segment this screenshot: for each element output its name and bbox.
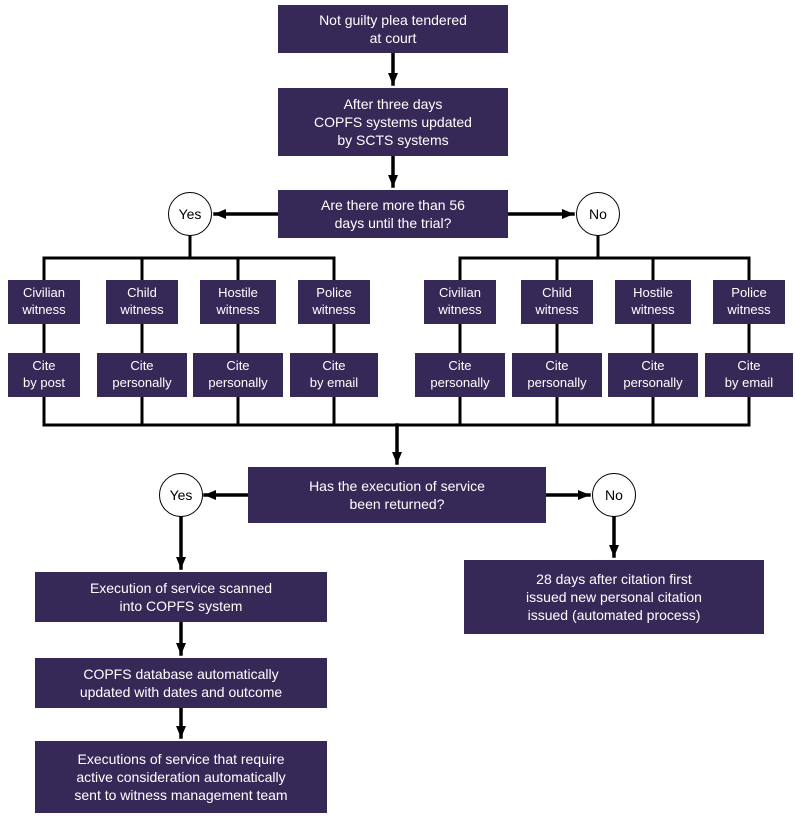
node-start: Not guilty plea tendered at court xyxy=(278,5,508,53)
node-service-scanned: Execution of service scanned into COPFS … xyxy=(35,572,327,622)
node-service-returned-question: Has the execution of service been return… xyxy=(248,467,546,523)
right-cite-police: Cite by email xyxy=(705,353,793,397)
right-cite-hostile: Cite personally xyxy=(608,353,698,397)
branch-yes-1: Yes xyxy=(168,192,212,236)
branch-no-2: No xyxy=(592,473,636,517)
node-active-consideration: Executions of service that require activ… xyxy=(35,741,327,813)
right-witness-hostile: Hostile witness xyxy=(615,280,691,324)
right-witness-civilian: Civilian witness xyxy=(424,280,496,324)
left-cite-civilian: Cite by post xyxy=(8,353,80,397)
node-reissue-citation: 28 days after citation first issued new … xyxy=(464,560,764,634)
node-database-updated: COPFS database automatically updated wit… xyxy=(35,658,327,708)
right-witness-police: Police witness xyxy=(713,280,785,324)
right-witness-child: Child witness xyxy=(521,280,593,324)
left-cite-police: Cite by email xyxy=(290,353,378,397)
left-witness-child: Child witness xyxy=(106,280,178,324)
left-witness-police: Police witness xyxy=(298,280,370,324)
right-cite-child: Cite personally xyxy=(512,353,602,397)
left-witness-hostile: Hostile witness xyxy=(200,280,276,324)
branch-no-1: No xyxy=(576,192,620,236)
node-copfs-updated: After three days COPFS systems updated b… xyxy=(278,88,508,156)
node-trial-days-question: Are there more than 56 days until the tr… xyxy=(278,190,508,238)
branch-yes-2: Yes xyxy=(159,473,203,517)
left-cite-child: Cite personally xyxy=(97,353,187,397)
left-cite-hostile: Cite personally xyxy=(193,353,283,397)
left-witness-civilian: Civilian witness xyxy=(8,280,80,324)
right-cite-civilian: Cite personally xyxy=(415,353,505,397)
